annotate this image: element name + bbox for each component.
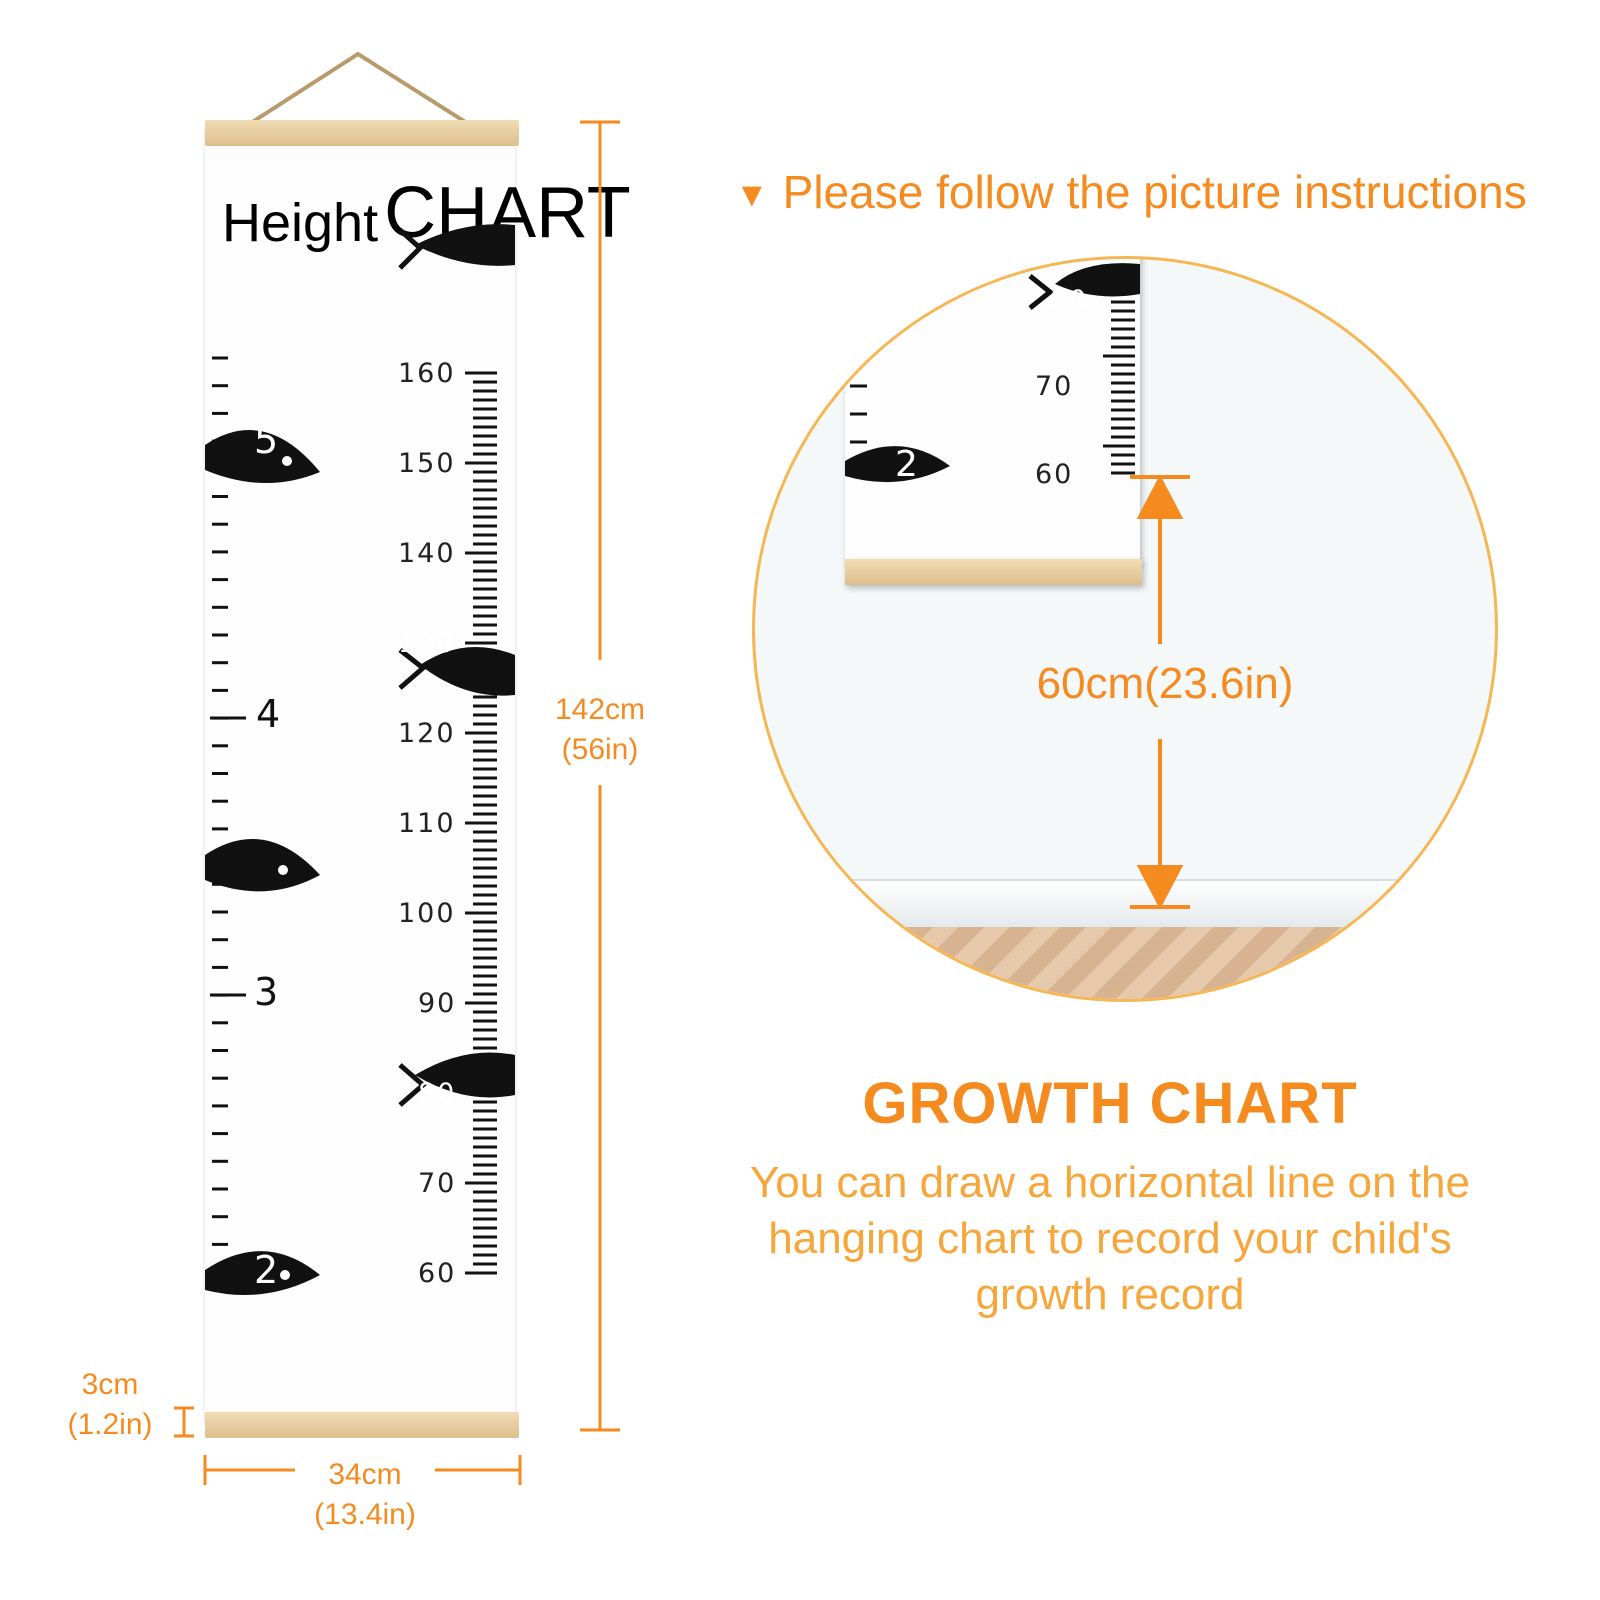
bar-in-label: (1.2in) [67, 1408, 153, 1441]
cm-label: 100 [398, 898, 456, 929]
width-in-label: (13.4in) [314, 1498, 416, 1531]
feet-label: 3 [254, 970, 279, 1014]
cm-label: 70 [418, 1168, 457, 1199]
feet-label: 2 [254, 1248, 279, 1292]
measure-arrow [1130, 474, 1190, 910]
zoom-cm-label: 60 [1035, 459, 1074, 490]
cm-label: 90 [418, 988, 457, 1019]
feet-ruler [210, 356, 246, 1246]
cm-label: 150 [398, 448, 456, 479]
instruction-text: Please follow the picture instructions [782, 166, 1527, 218]
fish-decorations [205, 224, 515, 1295]
cm-label: 80 [418, 1078, 457, 1109]
cm-label: 160 [398, 358, 456, 389]
growth-description: You can draw a horizontal line on the ha… [690, 1155, 1530, 1323]
cm-label: 110 [398, 808, 456, 839]
height-dimension: 142cm (56in) [530, 690, 670, 770]
measure-label: 60cm(23.6in) [1036, 659, 1294, 708]
title-height: Height [222, 193, 379, 253]
zoom-wood-bar [845, 559, 1142, 585]
triangle-down-icon: ▼ [735, 176, 769, 215]
width-dimension: 34cm (13.4in) [290, 1455, 440, 1535]
growth-line-1: You can draw a horizontal line on the [750, 1158, 1470, 1207]
feet-label: 4 [256, 692, 281, 736]
hanging-rope [238, 51, 480, 132]
growth-line-3: growth record [975, 1270, 1245, 1319]
wood-floor [755, 927, 1495, 999]
cm-label: 130 [398, 628, 456, 659]
growth-title: GROWTH CHART [862, 1071, 1358, 1136]
zoom-chart-fragment [845, 259, 1140, 564]
top-wood-bar [205, 120, 519, 146]
zoom-feet-label: 2 [895, 444, 918, 485]
zoom-cm-label: 80 [1050, 285, 1089, 316]
width-cm-label: 34cm [328, 1458, 402, 1491]
zoom-cm-label: 70 [1035, 371, 1074, 402]
growth-section: GROWTH CHART You can draw a horizontal l… [690, 1070, 1530, 1323]
growth-line-2: hanging chart to record your child's [768, 1214, 1452, 1263]
bar-dimension: 3cm (1.2in) [40, 1365, 180, 1445]
zoom-chart-marks [845, 263, 1140, 483]
instruction-heading: ▼ Please follow the picture instructions [735, 165, 1527, 219]
baseboard [755, 879, 1495, 929]
cm-label: 120 [398, 718, 456, 749]
cm-label: 60 [418, 1258, 457, 1289]
bottom-wood-bar [205, 1412, 519, 1438]
height-cm-label: 142cm [554, 693, 646, 726]
chart-canvas [205, 130, 515, 1425]
bar-cm-label: 3cm [81, 1368, 139, 1401]
cm-ruler [465, 371, 497, 1275]
zoom-circle: 80 70 60 2 60cm(23.6in) [752, 256, 1498, 1002]
height-in-label: (56in) [561, 733, 639, 766]
feet-label: 5 [254, 418, 279, 462]
cm-label: 140 [398, 538, 456, 569]
